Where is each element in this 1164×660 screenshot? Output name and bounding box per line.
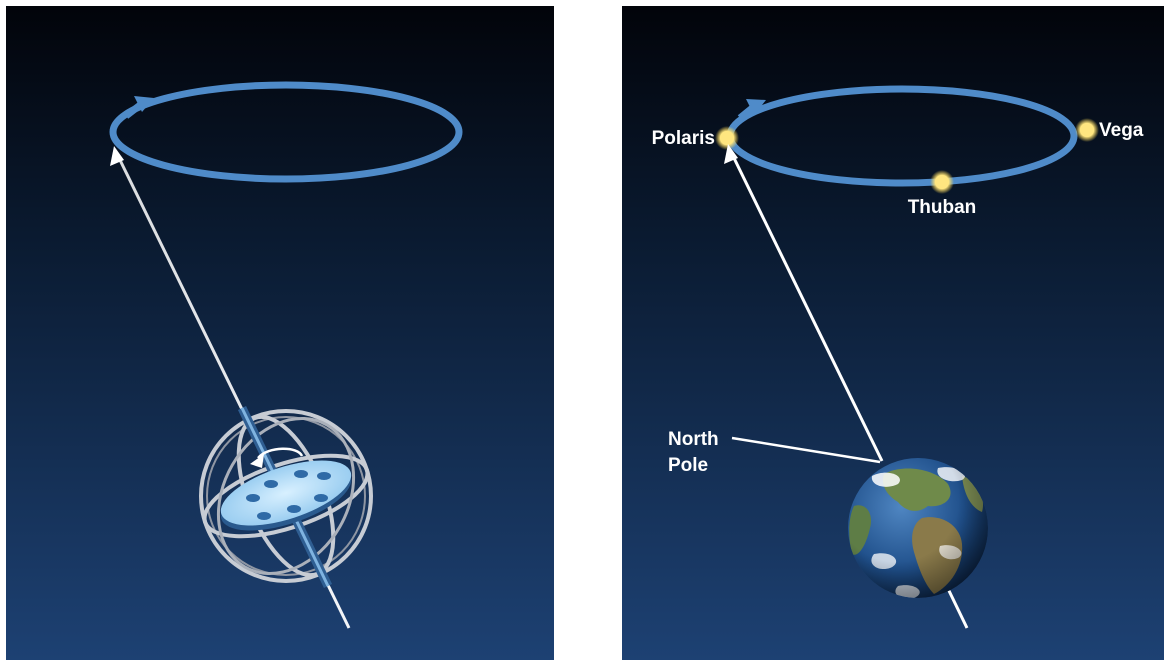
earth-globe-icon [848, 458, 988, 598]
earth-precession-diagram: Polaris Vega Thuban [622, 6, 1164, 660]
north-pole-leader-line [731, 436, 881, 464]
axis-arrowhead-icon [110, 146, 124, 166]
sky-background [6, 6, 554, 660]
axis-arrowhead-icon [724, 144, 738, 164]
gyroscope-diagram [6, 6, 554, 660]
precession-circle [109, 81, 463, 183]
gyroscope-panel [6, 6, 554, 660]
north-pole-label-line2: Pole [668, 455, 708, 476]
precession-direction-arrow-icon [134, 96, 154, 112]
star-thuban: Thuban [908, 170, 977, 218]
star-vega: Vega [1075, 118, 1144, 142]
earth-panel: Polaris Vega Thuban [622, 6, 1164, 660]
rotation-axis [731, 155, 884, 462]
north-pole-label-line1: North [668, 429, 719, 450]
star-label: Polaris [652, 128, 715, 149]
precession-direction-arrow-icon [746, 99, 766, 115]
gyroscope-icon [199, 406, 373, 588]
star-label: Vega [1099, 120, 1144, 141]
star-polaris: Polaris [652, 126, 739, 150]
star-label: Thuban [908, 197, 977, 218]
spin-arrow-icon [257, 447, 304, 459]
